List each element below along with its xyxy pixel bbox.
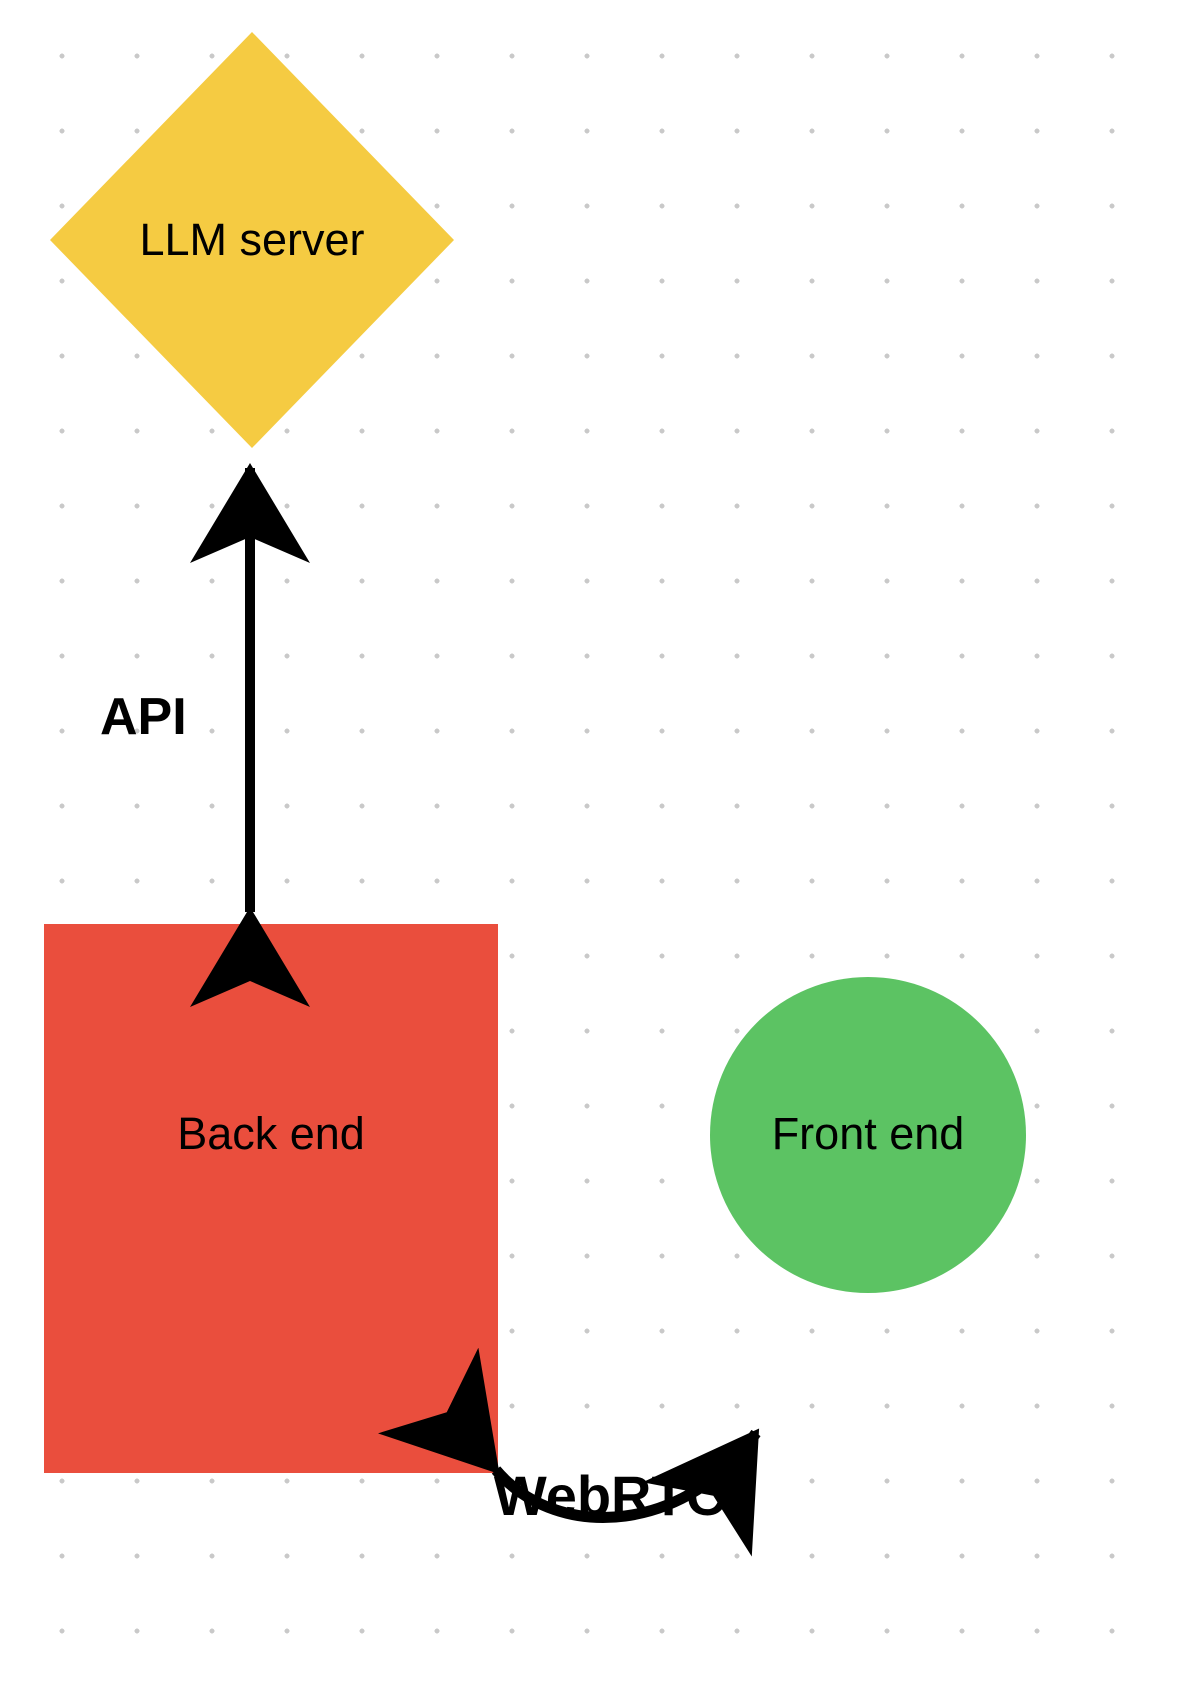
node-label-back-end: Back end xyxy=(177,1108,365,1159)
node-label-llm-server: LLM server xyxy=(139,214,365,265)
edge-webrtc-double-arrow[interactable] xyxy=(377,1347,761,1557)
node-front-end-circle[interactable] xyxy=(710,977,1026,1293)
node-llm-server-diamond[interactable] xyxy=(50,32,454,448)
node-back-end-rectangle[interactable] xyxy=(44,924,498,1473)
node-label-front-end: Front end xyxy=(771,1108,965,1159)
edge-label-webrtc: WebRTC xyxy=(493,1464,727,1527)
edge-label-api: API xyxy=(100,688,187,746)
